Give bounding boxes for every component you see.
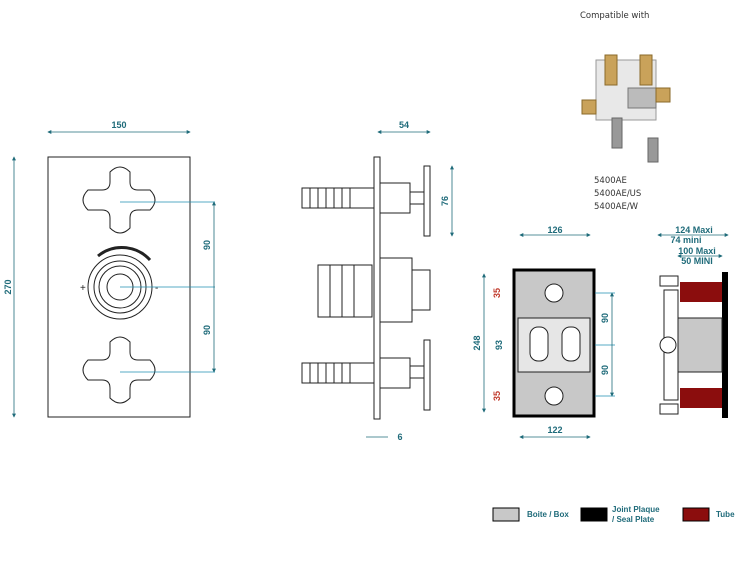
front-view: + - 150 270 90 90 (3, 120, 216, 418)
mid-93: 93 (494, 340, 504, 350)
spacing-bottom-90: 90 (202, 325, 212, 335)
side-view: 54 76 6 (301, 120, 454, 442)
width-150: 150 (111, 120, 126, 130)
compatible-section: Compatible with 5400AE 5400AE/US 5400AE/… (580, 11, 671, 212)
spacing-top-90: 90 (202, 240, 212, 250)
thickness-6: 6 (397, 432, 402, 442)
legend-label-seal-1: Joint Plaque (612, 505, 660, 514)
height-270: 270 (3, 279, 13, 294)
model-1: 5400AE (594, 176, 627, 186)
bottom-cross-handle (82, 336, 156, 404)
model-3: 5400AE/W (594, 202, 639, 212)
hole-bottom-35: 35 (492, 391, 502, 401)
box-height-248: 248 (472, 335, 482, 350)
right-bottom-90: 90 (600, 365, 610, 375)
max-124: 124 Maxi (675, 225, 713, 235)
legend: Boite / Box Joint Plaque / Seal Plate Tu… (492, 505, 735, 524)
section-view: 124 Maxi 74 mini 100 Maxi 50 MINI (657, 225, 729, 418)
compatible-title: Compatible with (580, 11, 649, 21)
valve-image (581, 54, 671, 163)
legend-swatch-seal (580, 507, 608, 522)
box-view: 126 248 35 35 93 90 90 122 (472, 225, 615, 439)
right-top-90: 90 (600, 313, 610, 323)
min-50: 50 MINI (681, 256, 713, 266)
bottom-122: 122 (547, 425, 562, 435)
top-cross-handle (82, 166, 156, 234)
svg-text:+: + (80, 283, 86, 294)
box-width-126: 126 (547, 225, 562, 235)
legend-swatch-tube (682, 507, 710, 522)
legend-label-tube: Tube (716, 510, 735, 519)
flange-76: 76 (440, 196, 450, 206)
legend-swatch-box (492, 507, 520, 522)
legend-label-seal-2: / Seal Plate (612, 515, 655, 524)
svg-text:-: - (155, 283, 158, 294)
hole-top-35: 35 (492, 288, 502, 298)
min-74: 74 mini (670, 235, 701, 245)
max-100: 100 Maxi (678, 246, 716, 256)
legend-label-box: Boite / Box (527, 510, 569, 519)
model-2: 5400AE/US (594, 189, 641, 199)
depth-54: 54 (399, 120, 409, 130)
